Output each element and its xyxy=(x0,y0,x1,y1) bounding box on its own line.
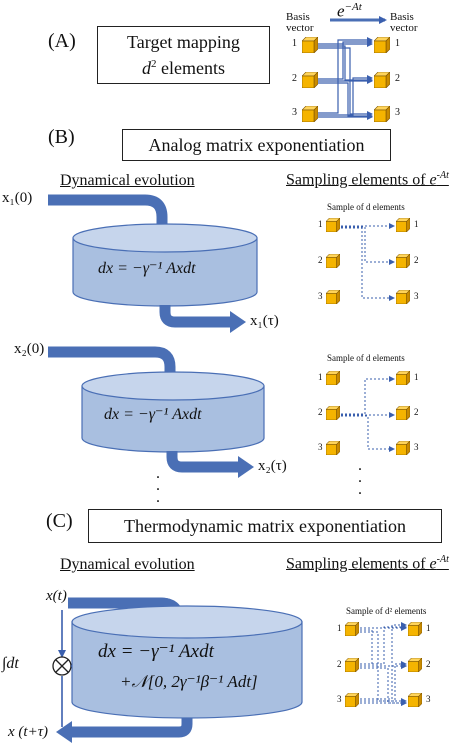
panel-c-sampling-heading: Sampling elements of e-At xyxy=(286,554,449,573)
input-label-1: x₁(0) xyxy=(2,190,33,206)
index-left-3: 3 xyxy=(292,107,297,118)
cube-left-1 xyxy=(302,37,318,53)
s2-idx-r2: 2 xyxy=(414,407,419,417)
sc-idx-r1: 1 xyxy=(426,623,431,633)
index-right-3: 3 xyxy=(395,107,400,118)
input-arrow-1 xyxy=(48,194,168,232)
basis-vector-left-label: Basis vector xyxy=(286,11,314,34)
s1-idx-r2: 2 xyxy=(414,255,419,265)
basis-vector-right-label: Basis vector xyxy=(390,11,418,34)
sample1-cube-left-2 xyxy=(326,254,340,268)
output-label-2: x₂(τ) xyxy=(258,458,287,474)
input-label-c: x(t) xyxy=(46,588,67,604)
mapping-connections xyxy=(318,37,373,120)
panel-b-sampling-2 xyxy=(326,371,410,455)
sc-idx-r3: 3 xyxy=(426,694,431,704)
sc-idx-r2: 2 xyxy=(426,659,431,669)
integrator-label: ∫dt xyxy=(2,655,19,672)
sample2-cube-right-3 xyxy=(396,441,410,455)
panel-c-title-box: Thermodynamic matrix exponentiation xyxy=(88,509,442,543)
mapping-operator: e−At xyxy=(337,1,362,21)
samplec-cube-left-1 xyxy=(345,622,359,636)
s2-idx-r1: 1 xyxy=(414,372,419,382)
sample1-cube-left-1 xyxy=(326,218,340,232)
panel-b-evolution-2 xyxy=(48,346,265,478)
sample2-cube-right-2 xyxy=(396,406,410,420)
cylinder-2-top xyxy=(81,371,265,401)
index-left-1: 1 xyxy=(292,38,297,49)
sample1-cube-right-2 xyxy=(396,254,410,268)
sc-idx-l2: 2 xyxy=(337,659,342,669)
cube-right-3 xyxy=(374,106,390,122)
sample1-cube-right-1 xyxy=(396,218,410,232)
sample-caption-c: Sample of d² elements xyxy=(346,606,427,616)
s1-idx-l3: 3 xyxy=(318,291,323,301)
target-mapping-subtitle: d2 elements xyxy=(142,58,225,78)
s1-idx-l1: 1 xyxy=(318,219,323,229)
input-arrow-2 xyxy=(48,346,176,378)
sample2-cube-left-1 xyxy=(326,371,340,385)
sc-idx-l3: 3 xyxy=(337,694,342,704)
samplec-cube-right-3 xyxy=(408,693,422,707)
panel-c-label: (C) xyxy=(46,510,73,532)
output-label-c: x (t+τ) xyxy=(8,724,49,740)
sc-idx-l1: 1 xyxy=(337,623,342,633)
panel-c-sampling xyxy=(345,622,422,707)
cube-right-1 xyxy=(374,37,390,53)
sample2-cube-left-2 xyxy=(326,406,340,420)
output-arrow-2 xyxy=(166,451,240,473)
samplec-cube-right-2 xyxy=(408,658,422,672)
panel-a-mapping-diagram xyxy=(302,16,390,122)
cube-left-2 xyxy=(302,72,318,88)
ellipsis-left: ... xyxy=(156,465,160,506)
panel-b-title-box: Analog matrix exponentiation xyxy=(122,129,391,161)
sample-caption-1: Sample of d elements xyxy=(327,202,405,212)
index-right-1: 1 xyxy=(395,38,400,49)
samplec-cube-right-1 xyxy=(408,622,422,636)
equation-c-line2: +𝒩[0, 2γ⁻¹β⁻¹ Adt] xyxy=(120,672,258,691)
s2-idx-l1: 1 xyxy=(318,372,323,382)
equation-2: dx = −γ⁻¹ Axdt xyxy=(104,406,202,423)
cylinder-1-top xyxy=(72,223,258,253)
panel-b-sampling-heading: Sampling elements of e-At xyxy=(286,170,449,189)
panel-a-label: (A) xyxy=(48,30,76,52)
s2-idx-l3: 3 xyxy=(318,442,323,452)
cylinder-c-top xyxy=(71,605,303,639)
sample2-cube-right-1 xyxy=(396,371,410,385)
equation-1: dx = −γ⁻¹ Axdt xyxy=(98,260,196,277)
ellipsis-right: ... xyxy=(358,457,362,498)
samplec-cube-left-2 xyxy=(345,658,359,672)
s1-idx-r3: 3 xyxy=(414,291,419,301)
input-label-2: x₂(0) xyxy=(14,341,45,357)
output-label-1: x₁(τ) xyxy=(250,313,279,329)
s2-idx-l2: 2 xyxy=(318,407,323,417)
cylinder-c-body xyxy=(71,621,303,719)
s2-idx-r3: 3 xyxy=(414,442,419,452)
panel-c-evolution xyxy=(52,597,303,743)
sample2-cube-left-3 xyxy=(326,441,340,455)
target-mapping-box: Target mapping d2 elements xyxy=(97,26,270,84)
panel-b-title: Analog matrix exponentiation xyxy=(148,134,365,155)
panel-c-title: Thermodynamic matrix exponentiation xyxy=(124,515,406,536)
panel-b-dyn-heading: Dynamical evolution xyxy=(60,172,195,189)
index-left-2: 2 xyxy=(292,73,297,84)
sample-caption-2: Sample of d elements xyxy=(327,353,405,363)
sample1-cube-left-3 xyxy=(326,290,340,304)
s1-idx-l2: 2 xyxy=(318,255,323,265)
s1-idx-r1: 1 xyxy=(414,219,419,229)
output-arrow-c xyxy=(70,718,193,738)
panel-b-label: (B) xyxy=(48,126,75,148)
output-arrow-1 xyxy=(159,305,232,328)
cube-left-3 xyxy=(302,106,318,122)
index-right-2: 2 xyxy=(395,73,400,84)
target-mapping-title: Target mapping xyxy=(127,32,240,52)
cube-right-2 xyxy=(374,72,390,88)
sample1-cube-right-3 xyxy=(396,290,410,304)
equation-c-line1: dx = −γ⁻¹ Axdt xyxy=(98,641,214,662)
panel-b-evolution-1 xyxy=(48,194,258,333)
panel-b-sampling-1 xyxy=(326,218,410,304)
samplec-cube-left-3 xyxy=(345,693,359,707)
panel-c-dyn-heading: Dynamical evolution xyxy=(60,556,195,573)
